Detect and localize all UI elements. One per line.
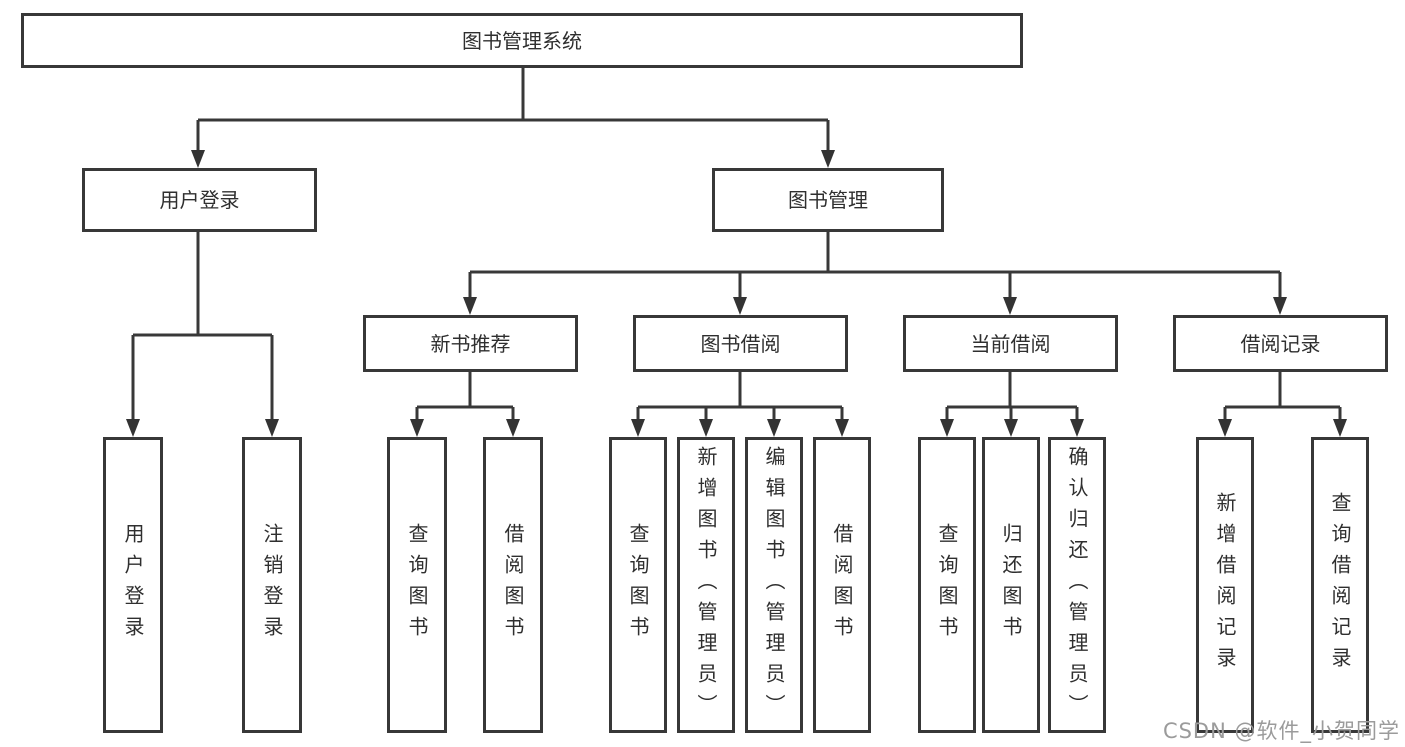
leaf-return-books: 归还图书 [982,437,1040,733]
leaf-borrow-books: 借阅图书 [483,437,543,733]
leaf-borrow-books: 借阅图书 [813,437,871,733]
node-borrow-records: 借阅记录 [1173,315,1388,372]
node-label: 借阅记录 [1240,331,1321,356]
node-label: 查询图书 [405,523,429,647]
leaf-add-books-admin: 新增图书（管理员） [677,437,735,733]
node-label: 借阅图书 [501,523,525,647]
node-label: 图书管理系统 [462,28,582,53]
csdn-watermark: CSDN @软件_小贺同学 [1162,719,1400,743]
leaf-query-borrow-record: 查询借阅记录 [1311,437,1369,733]
node-user-login: 用户登录 [82,168,317,232]
node-book-borrow: 图书借阅 [633,315,848,372]
node-label: 注销登录 [260,523,284,647]
node-label: 查询图书 [626,523,650,647]
node-label: 查询图书 [935,523,959,647]
node-new-book-recommend: 新书推荐 [363,315,578,372]
node-book-management: 图书管理 [712,168,944,232]
node-label: 借阅图书 [830,523,854,647]
leaf-user-login: 用户登录 [103,437,163,733]
node-label: 新书推荐 [430,331,511,356]
leaf-query-books: 查询图书 [609,437,667,733]
node-label: 用户登录 [121,523,145,647]
leaf-query-books: 查询图书 [918,437,976,733]
leaf-confirm-return-admin: 确认归还（管理员） [1048,437,1106,733]
node-library-management-system: 图书管理系统 [21,13,1023,68]
leaf-add-borrow-record: 新增借阅记录 [1196,437,1254,733]
node-label: 图书管理 [788,188,868,212]
node-label: 新增图书（管理员） [694,445,718,725]
leaf-logout: 注销登录 [242,437,302,733]
node-label: 新增借阅记录 [1213,492,1237,678]
node-label: 图书借阅 [700,331,781,356]
node-label: 确认归还（管理员） [1065,445,1089,725]
node-label: 查询借阅记录 [1328,492,1352,678]
leaf-edit-books-admin: 编辑图书（管理员） [745,437,803,733]
node-current-borrow: 当前借阅 [903,315,1118,372]
node-label: 归还图书 [999,523,1023,647]
node-label: 当前借阅 [970,331,1051,356]
node-label: 用户登录 [159,188,240,212]
leaf-query-books: 查询图书 [387,437,447,733]
node-label: 编辑图书（管理员） [762,445,786,725]
